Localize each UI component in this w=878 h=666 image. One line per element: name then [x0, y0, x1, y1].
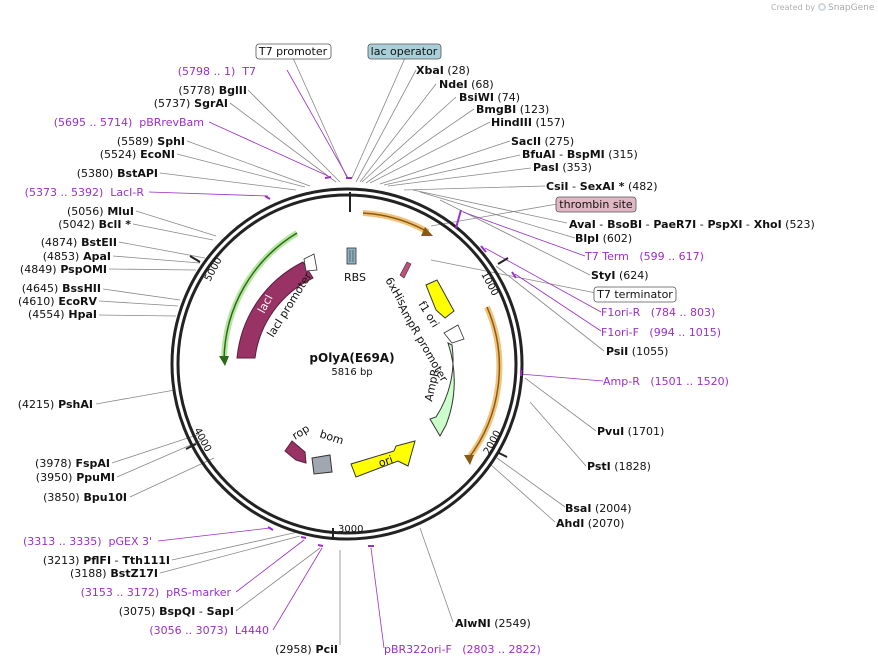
primer-label-f1ori-f: F1ori-F (994 .. 1015) — [601, 326, 721, 339]
site-label-bfuai: BfuAI - BspMI (315) — [522, 148, 638, 161]
site-label-pcii: (2958) PciI — [275, 643, 338, 656]
primer-labels: T7 Term (599 .. 617) F1ori-R (784 .. 803)… — [23, 65, 729, 656]
feature-f1-ori-shape — [425, 279, 455, 319]
boxed-label-t7-promoter: T7 promoter — [255, 43, 332, 60]
plasmid-size: 5816 bp — [331, 367, 372, 378]
site-label-mlui: (5056) MluI — [67, 205, 134, 218]
site-label-bstapi: (5380) BstAPI — [77, 167, 158, 180]
feature-label-ori: ori — [377, 453, 395, 470]
feature-ori-shape — [350, 440, 416, 478]
site-label-bsteii: (4874) BstEII — [41, 236, 117, 249]
snapgene-logo-icon — [818, 3, 826, 11]
site-label-bstz17i: (3188) BstZ17I — [70, 567, 158, 580]
boxed-label-thrombin-site: thrombin site — [555, 196, 637, 213]
site-label-pspomi: (4849) PspOMI — [20, 263, 107, 276]
primer-label-pgex3: (3313 .. 3335) pGEX 3' — [23, 535, 152, 548]
site-label-hindiii: HindIII (157) — [491, 116, 565, 129]
site-label-pflfi: (3213) PflFI - Tth111I — [43, 554, 170, 567]
primer-label-l4440: (3056 .. 3073) L4440 — [149, 624, 269, 637]
label-connector-lines — [95, 57, 605, 649]
svg-text:thrombin site: thrombin site — [559, 198, 633, 211]
feature-label-rbs: RBS — [344, 271, 366, 284]
site-label-psii: PsiI (1055) — [606, 345, 668, 358]
feature-rop-shape — [284, 440, 307, 464]
site-label-blpi: BlpI (602) — [575, 232, 632, 245]
primer-label-pbr322ori-f: pBR322ori-F (2803 .. 2822) — [384, 643, 541, 656]
site-label-pvui: PvuI (1701) — [597, 425, 664, 438]
site-label-bsiwi: BsiWI (74) — [459, 91, 520, 104]
site-label-alwni: AlwNI (2549) — [455, 617, 531, 630]
site-label-sphi: (5589) SphI — [117, 135, 185, 148]
feature-laci-promoter-shape — [303, 253, 318, 272]
site-label-xbai: XbaI (28) — [416, 64, 470, 77]
svg-text:T7 terminator: T7 terminator — [596, 288, 673, 301]
boxed-label-lac-operator: lac operator — [367, 43, 442, 60]
site-label-psti: PstI (1828) — [587, 460, 651, 473]
svg-text:T7 promoter: T7 promoter — [258, 45, 328, 58]
scale-ticks — [185, 255, 509, 540]
feature-label-bom: bom — [318, 427, 345, 447]
site-label-ndei: NdeI (68) — [439, 78, 494, 91]
feature-laci-shape — [236, 261, 314, 359]
site-label-bsshii: (4645) BssHII — [22, 282, 101, 295]
site-label-bsai: BsaI (2004) — [565, 502, 632, 515]
site-label-bpu10i: (3850) Bpu10I — [43, 491, 127, 504]
feature-arcs — [219, 210, 503, 465]
site-label-bglii: (5778) BglII — [178, 84, 247, 97]
site-label-ecorv: (4610) EcoRV — [18, 295, 97, 308]
primer-label-pbrrevbam: (5695 .. 5714) pBRrevBam — [54, 116, 204, 129]
site-label-ppumi: (3950) PpuMI — [36, 471, 115, 484]
credit-brand: SnapGene — [828, 3, 875, 13]
svg-text:lac operator: lac operator — [371, 45, 438, 58]
site-label-avai: AvaI - BsoBI - PaeR7I - PspXI - XhoI (52… — [569, 218, 815, 231]
site-label-csii: CsiI - SexAI * (482) — [546, 180, 658, 193]
feature-bom-shape — [311, 454, 333, 475]
feature-ampr-promoter-shape — [443, 324, 465, 344]
primer-label-f1ori-r: F1ori-R (784 .. 803) — [601, 306, 715, 319]
primer-label-amp-r: Amp-R (1501 .. 1520) — [603, 375, 729, 388]
site-label-bspqi: (3075) BspQI - SapI — [119, 605, 234, 618]
site-label-sacii: SacII (275) — [511, 135, 574, 148]
credit-prefix: Created by — [771, 3, 815, 12]
feature-label-ampr: AmpR — [422, 367, 442, 402]
site-label-econi: (5524) EcoNI — [100, 148, 175, 161]
site-label-sgrai: (5737) SgrAI — [154, 97, 228, 110]
plasmid-backbone — [170, 187, 524, 541]
primer-marks — [264, 176, 522, 547]
site-label-pasi: PasI (353) — [533, 161, 592, 174]
site-label-apai: (4853) ApaI — [43, 250, 111, 263]
site-label-bmgbi: BmgBI (123) — [476, 103, 549, 116]
feature-rbs-shape — [346, 247, 357, 265]
primer-label-laci-r: (5373 .. 5392) LacI-R — [25, 186, 145, 199]
primer-label-t7: (5798 .. 1) T7 — [178, 65, 256, 78]
primer-label-t7-term: T7 Term (599 .. 617) — [584, 250, 704, 263]
site-label-pshai: (4215) PshAI — [18, 398, 93, 411]
site-label-hpai: (4554) HpaI — [28, 308, 97, 321]
restriction-site-labels: XbaI (28)NdeI (68)BsiWI (74)BmgBI (123)H… — [18, 64, 815, 656]
primer-label-prs-marker: (3153 .. 3172) pRS-marker — [81, 586, 232, 599]
feature-ampr-shape — [429, 342, 455, 438]
site-label-fspai: (3978) FspAI — [35, 457, 110, 470]
site-label-bcli: (5042) BclI * — [58, 218, 131, 231]
site-label-styi: StyI (624) — [591, 269, 649, 282]
feature-label-rop: rop — [290, 422, 312, 443]
tick-label-3000: 3000 — [338, 524, 363, 535]
feature-6xhis-shape — [399, 261, 412, 279]
boxed-label-t7-terminator: T7 terminator — [593, 286, 677, 303]
plasmid-name: pOlyA(E69A) — [309, 351, 394, 365]
site-label-ahdi: AhdI (2070) — [556, 517, 624, 530]
